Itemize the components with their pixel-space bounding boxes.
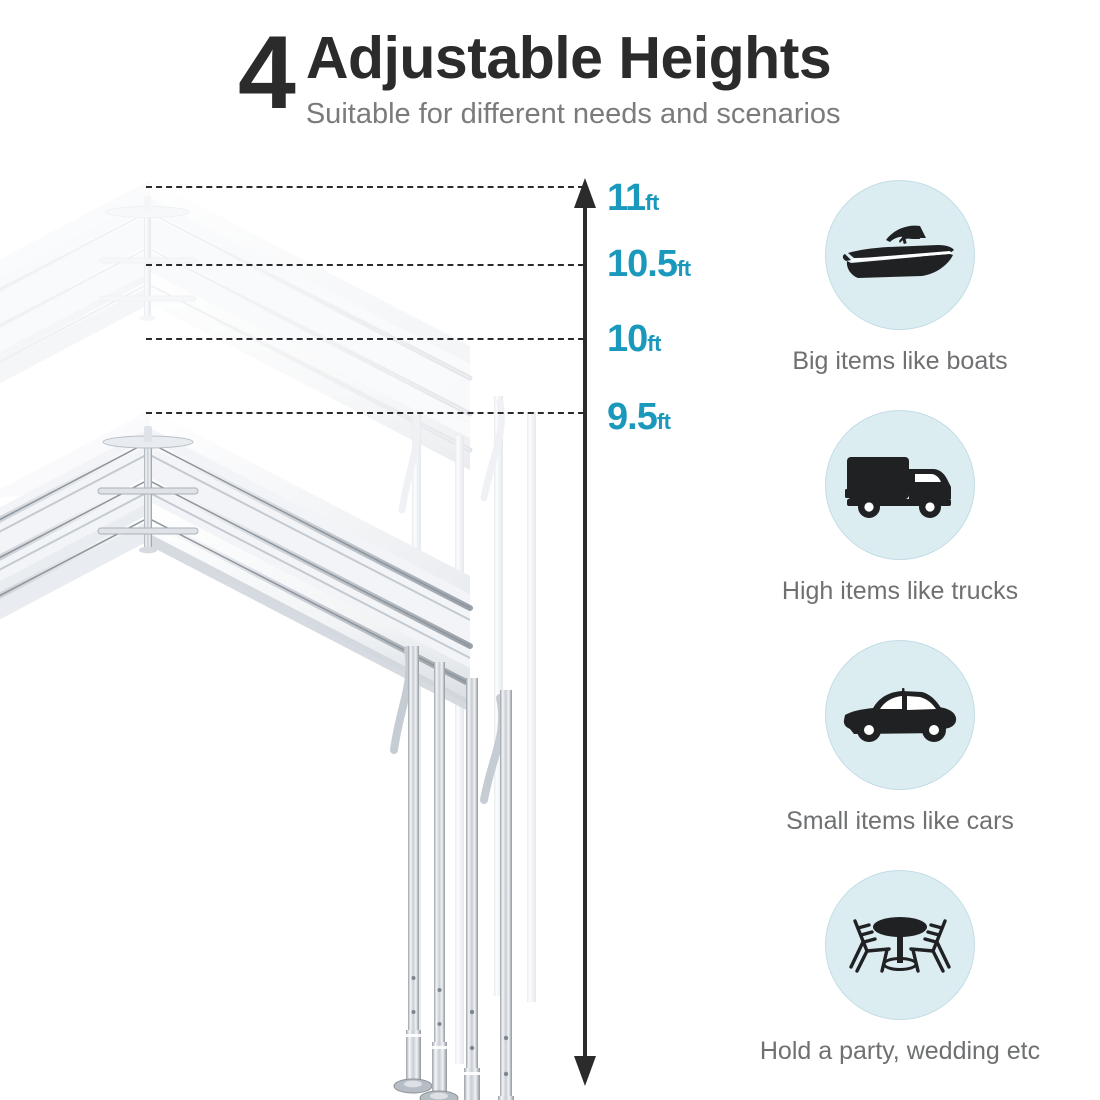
feature-icon-circle: [825, 410, 975, 560]
feature-item-party: Hold a party, wedding etc: [700, 870, 1100, 1085]
feature-item-cars: Small items like cars: [700, 640, 1100, 855]
height-unit: ft: [645, 190, 659, 215]
title-block: Adjustable Heights Suitable for differen…: [306, 26, 841, 129]
height-label-11ft: 11ft: [607, 177, 659, 220]
height-value: 9.5: [607, 396, 658, 438]
table-chairs-icon: [849, 917, 951, 973]
height-label-9-5ft: 9.5ft: [607, 396, 671, 439]
car-icon: [843, 688, 957, 742]
heading-count: 4: [238, 15, 296, 131]
feature-list: Big items like boats: [700, 180, 1100, 1080]
feature-caption: High items like trucks: [781, 577, 1019, 605]
truck-icon: [845, 457, 951, 518]
boat-icon: [842, 225, 954, 278]
feature-icon-circle: [825, 640, 975, 790]
height-unit: ft: [647, 331, 661, 356]
height-value: 11: [607, 177, 646, 219]
height-unit: ft: [656, 409, 671, 434]
header: 4 Adjustable Heights Suitable for differ…: [0, 0, 1100, 150]
header-inner: 4 Adjustable Heights Suitable for differ…: [238, 15, 841, 131]
feature-caption: Hold a party, wedding etc: [759, 1037, 1041, 1065]
height-value: 10: [607, 318, 648, 360]
height-value: 10.5: [607, 243, 678, 285]
feature-caption: Small items like cars: [786, 807, 1014, 835]
page-title: Adjustable Heights: [305, 25, 832, 91]
feature-icon-circle: [825, 870, 975, 1020]
feature-caption: Big items like boats: [792, 347, 1008, 375]
page-subtitle: Suitable for different needs and scenari…: [305, 98, 841, 130]
feature-icon-circle: [825, 180, 975, 330]
height-label-10-5ft: 10.5ft: [607, 243, 691, 286]
height-label-10ft: 10ft: [607, 318, 661, 361]
feature-item-trucks: High items like trucks: [700, 410, 1100, 625]
feature-item-boats: Big items like boats: [700, 180, 1100, 395]
height-unit: ft: [676, 256, 691, 281]
carport-illustration: [0, 150, 610, 1100]
